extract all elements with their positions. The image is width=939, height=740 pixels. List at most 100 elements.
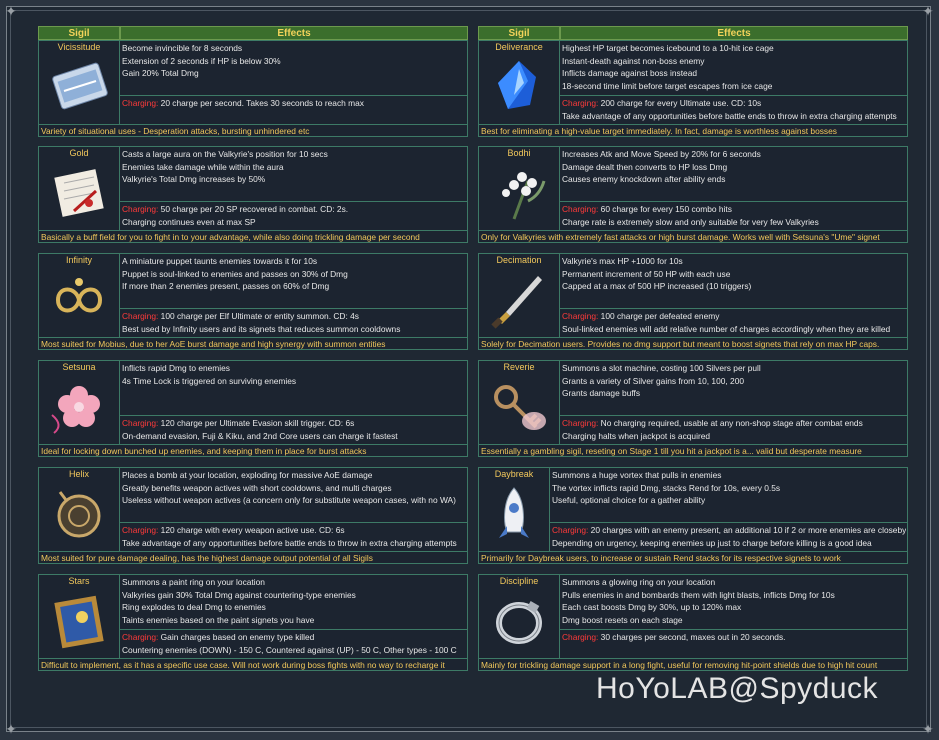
- charging-text: Gain charges based on enemy type killed: [158, 632, 315, 642]
- effects-cell: Summons a slot machine, costing 100 Silv…: [560, 361, 907, 444]
- effect-line: Useful, optional choice for a gather abi…: [552, 495, 706, 506]
- charging-text: 120 charge with every weapon active use.…: [158, 525, 345, 535]
- sigil-cell: Daybreak: [479, 468, 550, 551]
- charging-text: No charging required, usable at any non-…: [598, 418, 863, 428]
- charging-text: 20 charges with an enemy present, an add…: [588, 525, 907, 535]
- effects-cell: Highest HP target becomes icebound to a …: [560, 41, 907, 124]
- watermark: HoYoLAB@Spyduck: [596, 672, 879, 705]
- charging-line: Charging: Gain charges based on enemy ty…: [122, 631, 465, 644]
- charging-note: Best used by Infinity users and its sign…: [122, 323, 401, 334]
- effect-line: The vortex inflicts rapid Dmg, stacks Re…: [552, 482, 781, 493]
- sigil-entry-body: Decimation Valkyrie's max HP +1000 for 10…: [479, 254, 907, 337]
- effect-line: Pulls enemies in and bombards them with …: [562, 589, 835, 600]
- effects-description: Casts a large aura on the Valkyrie's pos…: [120, 147, 467, 202]
- charging-line: Charging: 20 charge per second. Takes 30…: [122, 97, 465, 110]
- effects-description: Places a bomb at your location, explodin…: [120, 468, 467, 523]
- sigil-name: Deliverance: [495, 42, 543, 52]
- rocket-icon: [499, 487, 529, 538]
- effects-description: Summons a huge vortex that pulls in enem…: [550, 468, 909, 523]
- effect-line: Enemies take damage while within the aur…: [122, 161, 284, 172]
- sigil-entry-body: Deliverance Highest HP target becomes ice…: [479, 41, 907, 124]
- effects-cell: A miniature puppet taunts enemies toward…: [120, 254, 467, 337]
- sigil-name: Helix: [68, 469, 89, 479]
- sigil-cell: Infinity: [39, 254, 120, 337]
- charging-info: Charging: 120 charge with every weapon a…: [120, 523, 467, 550]
- effect-line: Damage dealt then converts to HP loss Dm…: [562, 161, 728, 172]
- effect-line: Valkyries gain 30% Total Dmg against cou…: [122, 589, 356, 600]
- corner-ornament-icon: ✦: [922, 721, 934, 737]
- sigil-cell: Vicissitude: [39, 41, 120, 124]
- effect-line: Inflicts damage against boss instead: [562, 68, 698, 79]
- key-icon: [494, 385, 546, 430]
- charging-line: Charging: 30 charges per second, maxes o…: [562, 631, 905, 644]
- sigil-name: Decimation: [496, 255, 542, 265]
- charging-info: Charging: 20 charge per second. Takes 30…: [120, 96, 467, 111]
- effect-line: Useless without weapon actives (a concer…: [122, 495, 456, 506]
- sigil-summary: Solely for Decimation users. Provides no…: [479, 337, 907, 350]
- charging-label: Charging:: [562, 204, 599, 214]
- charging-note: Take advantage of any opportunities befo…: [122, 537, 457, 548]
- header-effects: Effects: [120, 26, 468, 40]
- charging-line: Charging: 50 charge per 20 SP recovered …: [122, 203, 465, 216]
- sigil-entry: Decimation Valkyrie's max HP +1000 for 10…: [478, 253, 908, 350]
- sigil-summary: Basically a buff field for you to fight …: [39, 230, 467, 243]
- effect-line: Grants a variety of Silver gains from 10…: [562, 375, 745, 386]
- sigil-summary: Variety of situational uses - Desperatio…: [39, 124, 467, 137]
- effect-line: Puppet is soul-linked to enemies and pas…: [122, 268, 348, 279]
- charging-info: Charging: 100 charge per Elf Ultimate or…: [120, 309, 467, 336]
- effect-line: Highest HP target becomes icebound to a …: [562, 43, 774, 53]
- ticket-icon: [52, 62, 108, 110]
- effect-line: Capped at a max of 500 HP increased (10 …: [562, 281, 752, 292]
- sigil-cell: Reverie: [479, 361, 560, 444]
- charging-note: Depending on urgency, keeping enemies up…: [552, 537, 872, 548]
- effect-line: Taints enemies based on the paint signet…: [122, 614, 315, 625]
- charging-label: Charging:: [122, 525, 159, 535]
- sigil-name: Bodhi: [507, 148, 531, 158]
- effects-cell: Increases Atk and Move Speed by 20% for …: [560, 147, 907, 230]
- charging-note: Countering enemies (DOWN) - 150 C, Count…: [122, 644, 457, 655]
- effects-cell: Casts a large aura on the Valkyrie's pos…: [120, 147, 467, 230]
- effect-line: Dmg boost resets on each stage: [562, 614, 683, 625]
- effect-line: If more than 2 enemies present, passes o…: [122, 281, 330, 292]
- effect-line: Permanent increment of 50 HP with each u…: [562, 268, 731, 279]
- sigil-summary: Difficult to implement, as it has a spec…: [39, 658, 467, 671]
- charging-line: Charging: No charging required, usable a…: [562, 417, 905, 430]
- charging-line: Charging: 200 charge for every Ultimate …: [562, 97, 905, 110]
- charging-text: 30 charges per second, maxes out in 20 s…: [598, 632, 786, 642]
- charging-info: Charging: No charging required, usable a…: [560, 416, 907, 443]
- effects-description: A miniature puppet taunts enemies toward…: [120, 254, 467, 309]
- charging-text: 100 charge per defeated enemy: [598, 311, 720, 321]
- charging-label: Charging:: [122, 98, 159, 108]
- effect-line: Causes enemy knockdown after ability end…: [562, 174, 726, 185]
- charging-note: Soul-linked enemies will add relative nu…: [562, 323, 891, 334]
- charging-label: Charging:: [122, 204, 159, 214]
- charging-line: Charging: 60 charge for every 150 combo …: [562, 203, 905, 216]
- charging-line: Charging: 100 charge per Elf Ultimate or…: [122, 310, 465, 323]
- sigil-name: Gold: [69, 148, 89, 158]
- charging-label: Charging:: [122, 632, 159, 642]
- sigil-entry: Gold Casts a large aura on the Valkyrie's…: [38, 146, 468, 243]
- sigil-name: Infinity: [65, 255, 92, 265]
- frame-inner-border: [10, 10, 927, 728]
- effect-line: Summons a glowing ring on your location: [562, 577, 716, 587]
- charging-note: Charging halts when jackpot is acquired: [562, 430, 711, 441]
- sigil-name: Stars: [68, 576, 90, 586]
- sigil-entry-body: Infinity A miniature puppet taunts enemie…: [39, 254, 467, 337]
- sigil-entry-body: Gold Casts a large aura on the Valkyrie's…: [39, 147, 467, 230]
- charging-line: Charging: 120 charge with every weapon a…: [122, 524, 465, 537]
- effect-line: Inflicts rapid Dmg to enemies: [122, 363, 230, 373]
- charging-label: Charging:: [122, 418, 159, 428]
- sigil-entry: Helix Places a bomb at your location, exp…: [38, 467, 468, 564]
- charging-note: Charging continues even at max SP: [122, 216, 256, 227]
- letter-icon: [54, 169, 104, 217]
- sigil-summary: Mainly for trickling damage support in a…: [479, 658, 907, 671]
